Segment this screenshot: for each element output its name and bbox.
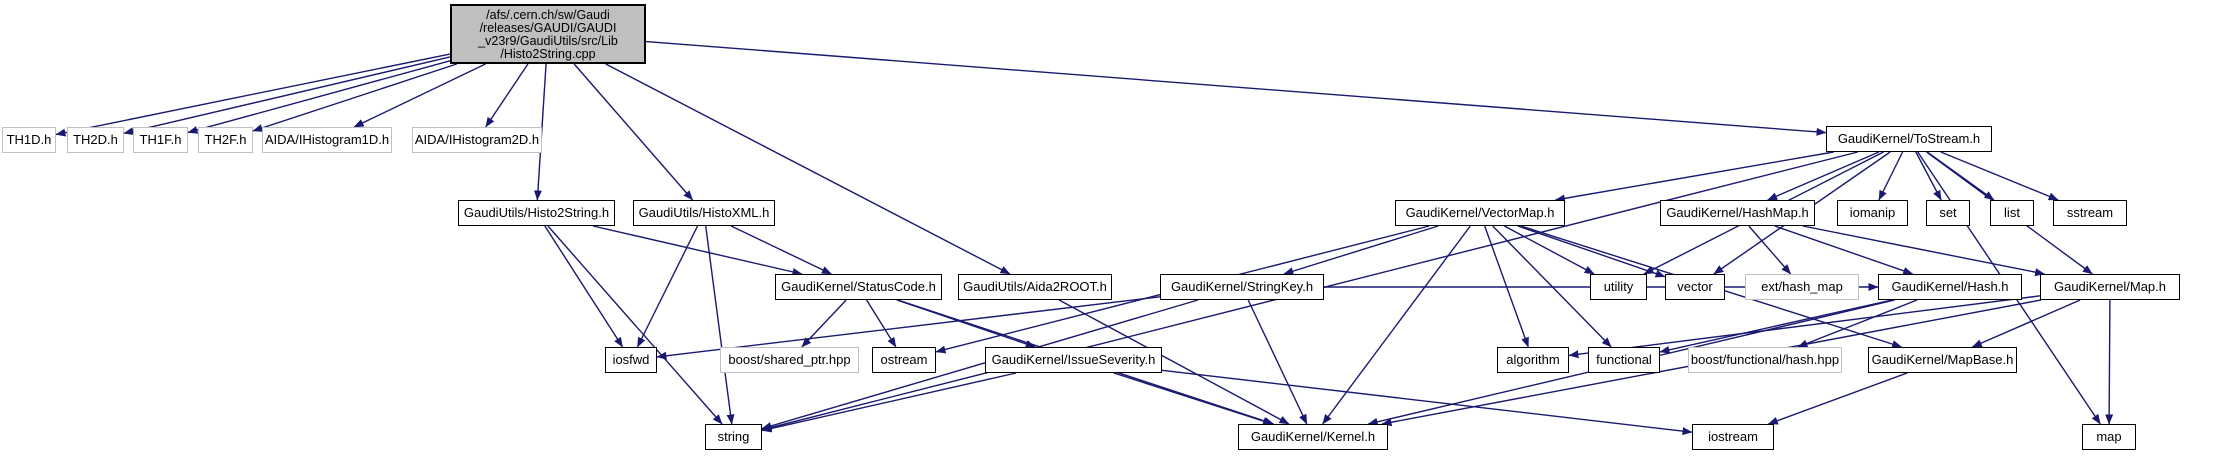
node-algorithm: algorithm xyxy=(1497,347,1569,373)
root-label-line: /releases/GAUDI/GAUDI xyxy=(479,21,617,35)
node-boost-shared-ptr-hpp: boost/shared_ptr.hpp xyxy=(720,347,859,373)
node-string: string xyxy=(705,424,762,450)
node-utility: utility xyxy=(1590,274,1647,300)
node-th2f-h: TH2F.h xyxy=(198,127,253,153)
node-vector: vector xyxy=(1665,274,1725,300)
node-gaudikernel-stringkey-h[interactable]: GaudiKernel/StringKey.h xyxy=(1160,274,1324,300)
node-aida-ihistogram1d-h: AIDA/IHistogram1D.h xyxy=(262,127,392,153)
node-gaudikernel-issueseverity-h[interactable]: GaudiKernel/IssueSeverity.h xyxy=(985,347,1162,373)
node-gaudikernel-kernel-h[interactable]: GaudiKernel/Kernel.h xyxy=(1238,424,1388,450)
node-iostream: iostream xyxy=(1692,424,1774,450)
node-gaudikernel-vectormap-h[interactable]: GaudiKernel/VectorMap.h xyxy=(1395,200,1565,226)
node-functional: functional xyxy=(1588,347,1660,373)
node-list: list xyxy=(1990,200,2034,226)
node-iosfwd: iosfwd xyxy=(605,347,657,373)
node-gaudiutils-histo2string-h[interactable]: GaudiUtils/Histo2String.h xyxy=(458,200,615,226)
root-label-line: /afs/.cern.ch/sw/Gaudi xyxy=(486,8,610,22)
node-map: map xyxy=(2082,424,2136,450)
root-label-line: _v23r9/GaudiUtils/src/Lib xyxy=(478,34,618,48)
node-histo2string-cpp: /afs/.cern.ch/sw/Gaudi /releases/GAUDI/G… xyxy=(450,4,646,64)
node-iomanip: iomanip xyxy=(1837,200,1908,226)
node-gaudikernel-hashmap-h[interactable]: GaudiKernel/HashMap.h xyxy=(1660,200,1815,226)
node-sstream: sstream xyxy=(2053,200,2127,226)
node-gaudikernel-hash-h[interactable]: GaudiKernel/Hash.h xyxy=(1878,274,2022,300)
node-ostream: ostream xyxy=(872,347,936,373)
node-gaudikernel-map-h[interactable]: GaudiKernel/Map.h xyxy=(2040,274,2180,300)
node-th1f-h: TH1F.h xyxy=(133,127,188,153)
node-gaudikernel-mapbase-h[interactable]: GaudiKernel/MapBase.h xyxy=(1868,347,2017,373)
node-gaudikernel-tostream-h[interactable]: GaudiKernel/ToStream.h xyxy=(1826,126,1992,152)
node-boost-functional-hash-hpp: boost/functional/hash.hpp xyxy=(1688,347,1842,373)
node-gaudikernel-statuscode-h[interactable]: GaudiKernel/StatusCode.h xyxy=(775,274,942,300)
node-gaudiutils-aida2root-h[interactable]: GaudiUtils/Aida2ROOT.h xyxy=(958,274,1112,300)
root-label-line: /Histo2String.cpp xyxy=(500,47,596,61)
node-gaudiutils-histoxml-h[interactable]: GaudiUtils/HistoXML.h xyxy=(633,200,775,226)
node-aida-ihistogram2d-h: AIDA/IHistogram2D.h xyxy=(412,127,542,153)
node-th1d-h: TH1D.h xyxy=(2,127,56,153)
node-th2d-h: TH2D.h xyxy=(67,127,124,153)
node-ext-hash-map: ext/hash_map xyxy=(1745,274,1859,300)
node-set: set xyxy=(1926,200,1970,226)
